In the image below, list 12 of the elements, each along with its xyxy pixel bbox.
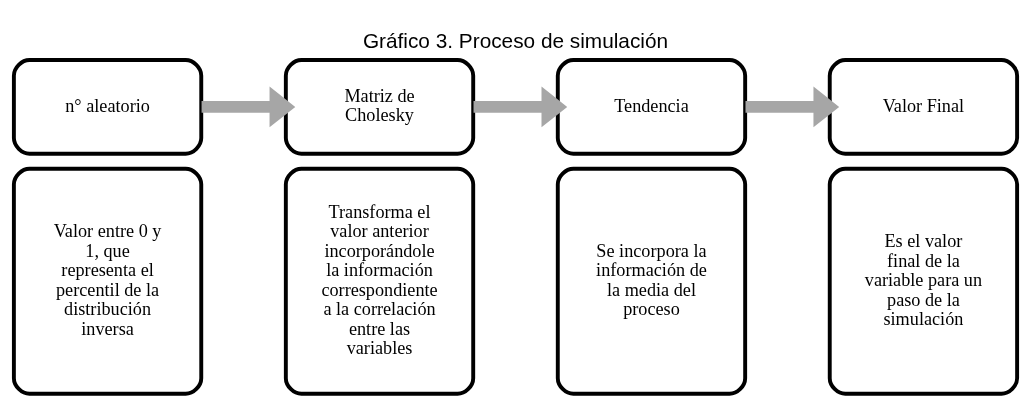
node-box: n° aleatorio [11, 57, 204, 156]
arrow [201, 86, 296, 127]
node-box: Se incorpora la información de la media del proceso [555, 166, 748, 396]
arrow [745, 86, 840, 127]
node-box: Valor Final [827, 57, 1020, 156]
node-box: Es el valor final de la variable para un paso de la simulación [827, 166, 1020, 396]
diagram-title: Gráfico 3. Proceso de simulación [362, 28, 669, 52]
node-box: Matriz de Cholesky [283, 57, 476, 156]
arrow [473, 86, 568, 127]
node-box: Valor entre 0 y 1, que representa el percentil de la distribución inversa [11, 166, 204, 396]
node-box: Tendencia [555, 57, 748, 156]
node-box: Transforma el valor anterior incorporándole la información correspondiente a la correlación entre las variables [283, 166, 476, 396]
